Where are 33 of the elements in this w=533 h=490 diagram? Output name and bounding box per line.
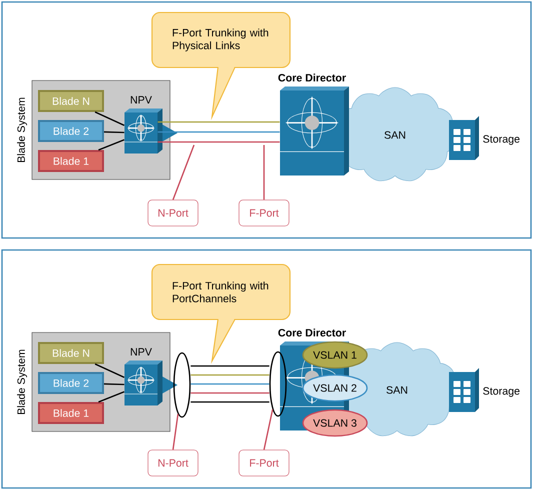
leader-line (172, 414, 179, 450)
link-line (158, 141, 280, 143)
port-label: N-Port (148, 450, 198, 476)
link-line (190, 374, 270, 376)
link-line (190, 383, 270, 385)
leader-line (263, 409, 274, 450)
blade-box: Blade N (38, 342, 104, 364)
leader-line (172, 144, 195, 200)
node-label: Blade System (17, 98, 28, 162)
node-label: Blade System (17, 350, 28, 414)
link-line (190, 365, 270, 367)
blade-box: Blade 2 (38, 120, 104, 142)
link-line (98, 139, 124, 151)
port-label: F-Port (238, 200, 290, 226)
blade-box: Blade 1 (38, 402, 104, 424)
port-label: F-Port (238, 450, 290, 476)
link-line (104, 383, 124, 386)
port-channel-ring (269, 351, 287, 417)
port-channel-ring (173, 352, 191, 418)
blade-box: Blade N (38, 90, 104, 112)
link-line (158, 121, 280, 123)
link-line (190, 392, 270, 394)
port-label: N-Port (148, 200, 198, 226)
blade-box: Blade 2 (38, 372, 104, 394)
blade-box: Blade 1 (38, 150, 104, 172)
link-line (158, 131, 280, 133)
link-line (98, 391, 124, 403)
link-line (94, 363, 125, 378)
link-line (104, 131, 124, 134)
link-line (94, 111, 125, 126)
leader-line (263, 145, 265, 200)
san-cloud: SAN (334, 87, 456, 182)
link-line (190, 401, 270, 403)
